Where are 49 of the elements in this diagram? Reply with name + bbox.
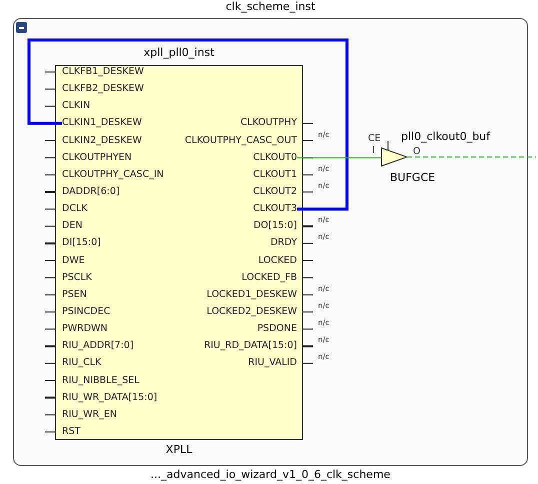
pin-label: CLKOUT2 — [253, 184, 297, 199]
instance-name: clk_scheme_inst — [224, 0, 316, 13]
pin-label: DCLK — [62, 202, 88, 216]
pin-label: DO[15:0] — [253, 219, 297, 234]
pin-label: LOCKED — [258, 254, 297, 268]
cell-type: XPLL — [164, 443, 194, 456]
instance-name: xpll_pll0_inst — [142, 46, 216, 59]
pin-name: O — [413, 146, 420, 157]
pin-label: CLKFB1_DESKEW — [62, 65, 144, 79]
pin-label: RIU_WR_DATA[15:0] — [62, 390, 158, 405]
pin-name: CE — [368, 133, 381, 144]
wire — [406, 156, 536, 158]
pin-label: DWE — [62, 254, 85, 268]
pin-label: CLKOUTPHY_CASC_IN — [62, 168, 164, 182]
pin-label: PWRDWN — [62, 322, 108, 336]
pin-label: PSEN — [62, 288, 87, 302]
pin-label: RIU_CLK — [62, 356, 102, 370]
pin-label: LOCKED1_DESKEW — [206, 288, 297, 302]
wire — [296, 157, 382, 158]
pin-label: CLKOUT0 — [253, 150, 297, 165]
pin-label: CLKOUTPHYEN — [62, 150, 132, 165]
pin-label: PSINCDEC — [62, 304, 110, 319]
pin-name: I — [372, 145, 375, 156]
pin-label: CLKIN2_DESKEW — [62, 134, 142, 148]
pin-label: DADDR[6:0] — [62, 184, 120, 199]
pin-label: CLKOUTPHY — [240, 116, 297, 130]
pin-label: CLKOUTPHY_CASC_OUT — [184, 134, 297, 148]
pin-label: LOCKED_FB — [242, 270, 297, 285]
pin-label: CLKOUT3 — [253, 202, 297, 216]
pin-label: PSCLK — [62, 270, 92, 285]
pin-label: RIU_ADDR[7:0] — [62, 339, 134, 354]
instance-name: pll0_clkout0_buf — [401, 130, 490, 143]
pin-label: RIU_WR_EN — [62, 408, 117, 422]
pin-label: CLKFB2_DESKEW — [62, 82, 144, 96]
cell-type: BUFGCE — [390, 171, 436, 184]
pin-label: CLKIN — [62, 99, 90, 114]
pin-label: DI[15:0] — [62, 236, 101, 250]
module-name: ..._advanced_io_wizard_v1_0_6_clk_scheme — [150, 468, 392, 481]
wire — [28, 38, 348, 211]
pin-label: RST — [62, 424, 80, 439]
pin-label: DRDY — [270, 236, 297, 250]
pin-label: RIU_RD_DATA[15:0] — [204, 339, 297, 354]
pin-label: RIU_VALID — [248, 356, 297, 370]
pin-label: LOCKED2_DESKEW — [206, 304, 297, 319]
pin-label: PSDONE — [257, 322, 297, 336]
pin-label: CLKOUT1 — [253, 168, 297, 182]
pin-label: RIU_NIBBLE_SEL — [62, 374, 140, 388]
pin-label: DEN — [62, 219, 82, 234]
pin-label: CLKIN1_DESKEW — [62, 116, 142, 130]
